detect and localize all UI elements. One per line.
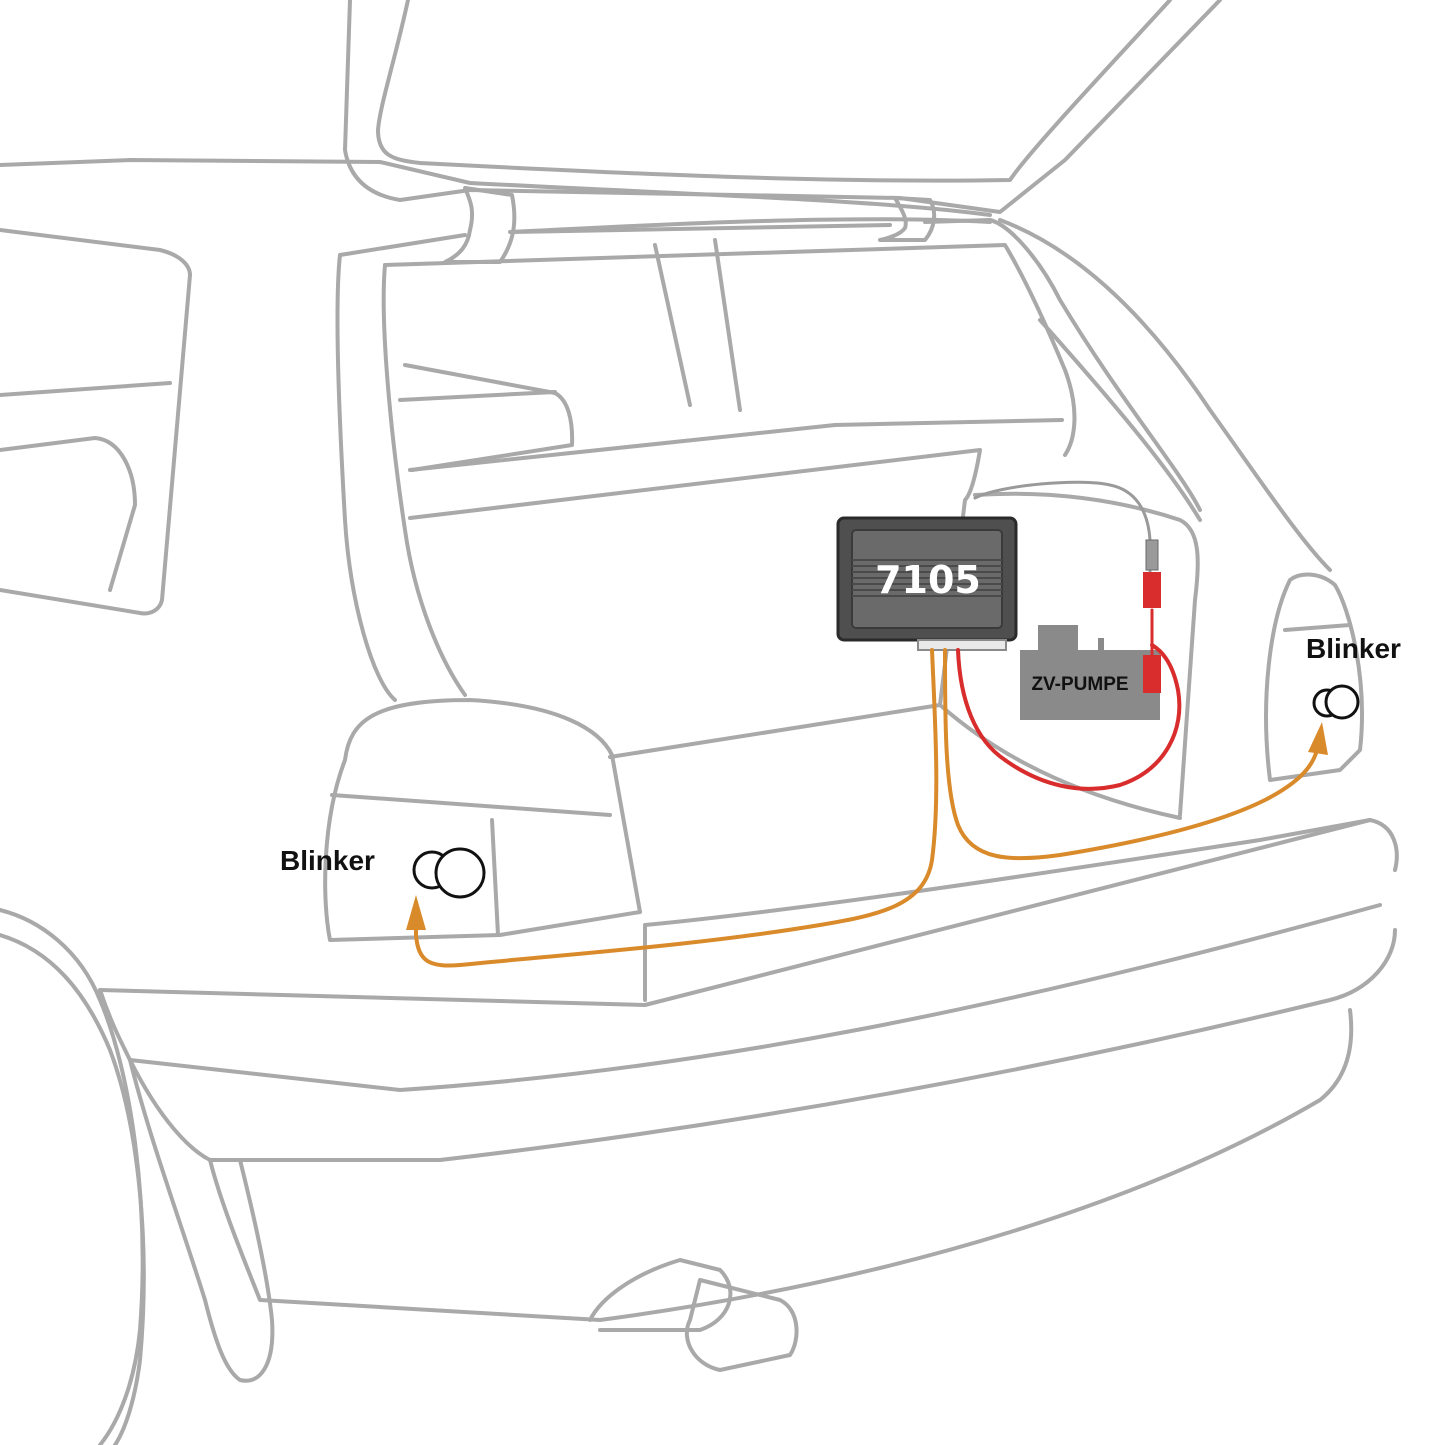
tire	[0, 933, 146, 1445]
mud-flap	[128, 1058, 275, 1383]
bumper-lower	[128, 928, 1397, 1162]
tail-light-left-outer	[323, 698, 642, 942]
rear-quarter-right-inner	[1038, 318, 1202, 522]
cargo-panel	[408, 448, 982, 759]
arrow-head-icon	[1308, 722, 1328, 755]
rear-quarter-right	[998, 218, 1332, 572]
central-locking-pump-icon: ZV-PUMPE	[1020, 625, 1160, 720]
turn-signal-wire-left	[414, 648, 939, 968]
bulb-icon-left	[412, 847, 486, 899]
module-label: 7105	[875, 558, 981, 602]
turn-signal-wires	[406, 648, 1328, 968]
tail-light-left-divider	[490, 818, 500, 937]
blinker-left-label: Blinker	[280, 845, 375, 876]
seat-pillar-1	[653, 243, 692, 407]
power-wire-group	[956, 539, 1182, 791]
control-module-icon: 7105	[836, 516, 1018, 651]
arrow-head-icon	[406, 895, 426, 930]
rear-opening-top	[338, 218, 1202, 512]
seat-back-right	[408, 418, 1064, 472]
bumper-front	[98, 903, 1382, 1092]
exhaust-pipe	[684, 1278, 799, 1372]
side-window-lower	[0, 436, 137, 592]
power-wire	[956, 643, 1182, 791]
exhaust-mount	[588, 1258, 733, 1332]
pump-label: ZV-PUMPE	[1031, 674, 1128, 695]
tail-light-right	[1264, 572, 1364, 782]
side-window-inner	[0, 381, 172, 397]
seat-pillar-2	[713, 238, 742, 412]
hinge-left	[443, 186, 517, 264]
rear-opening-outer	[335, 253, 397, 702]
hinge-right	[878, 196, 937, 242]
car-outline	[0, 0, 1399, 1445]
cargo-side-right	[973, 491, 1200, 817]
tail-light-left-band	[330, 793, 612, 817]
tail-light-right-band	[1283, 623, 1352, 632]
bumper-upper-panel	[643, 818, 1372, 1002]
turn-signal-wire-right	[943, 648, 1320, 861]
hatch-inner	[376, 0, 1172, 183]
bumper-bottom	[208, 1008, 1354, 1322]
rear-opening-inner	[381, 263, 467, 697]
cargo-floor-right	[938, 703, 1182, 820]
signal-cable	[973, 480, 1152, 574]
seat-line	[398, 390, 557, 402]
cargo-roof-inner	[383, 243, 1077, 457]
side-window-upper	[0, 228, 192, 616]
bulb-icon-right	[1312, 684, 1360, 720]
blinker-right-label: Blinker	[1306, 633, 1401, 664]
